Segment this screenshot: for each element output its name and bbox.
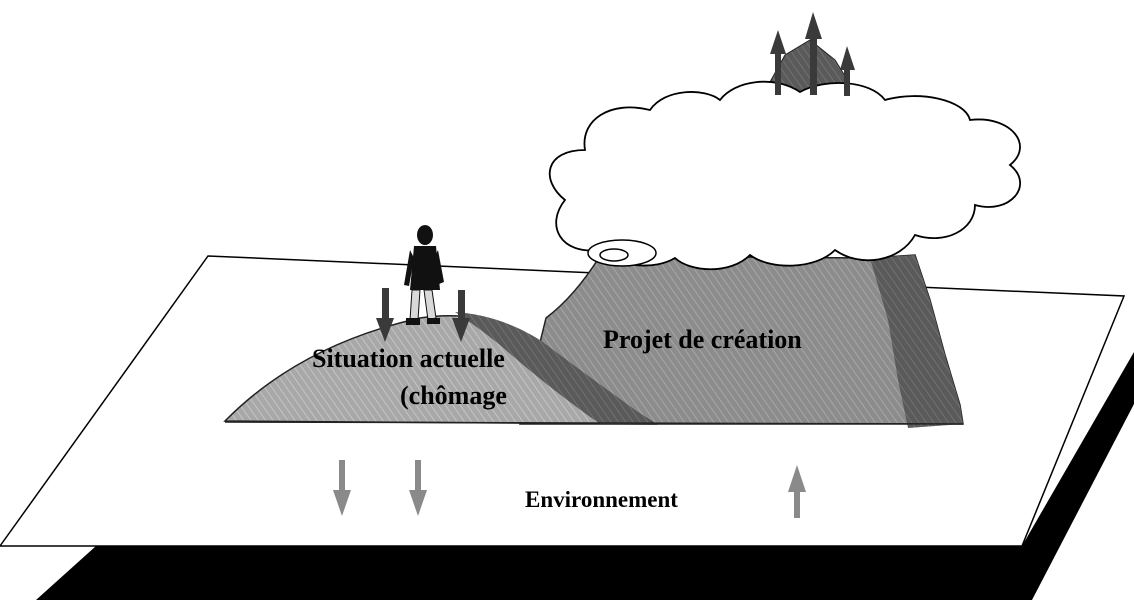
ground-line xyxy=(224,421,964,425)
arrow-down-icon xyxy=(333,460,351,516)
projet-hill-shadow xyxy=(870,255,963,428)
situation-sublabel: (chômage xyxy=(400,381,507,410)
cloud-icon xyxy=(548,80,1022,271)
arrow-up-icon xyxy=(840,46,855,96)
arrow-up-icon xyxy=(770,30,786,95)
environnement-label: Environnement xyxy=(525,487,678,512)
arrow-down-icon xyxy=(452,290,470,342)
arrow-down-icon xyxy=(409,460,427,516)
arrow-down-icon xyxy=(376,288,394,342)
arrow-up-icon xyxy=(805,12,822,95)
projet-label: Projet de création xyxy=(603,325,802,354)
plate-shadow xyxy=(36,352,1134,600)
arrow-up-icon xyxy=(788,465,806,518)
summit-arrows xyxy=(770,12,855,96)
person-icon xyxy=(404,225,444,325)
situation-label: Situation actuelle xyxy=(312,344,505,373)
projet-hill xyxy=(519,254,964,425)
cloud-puff-inner xyxy=(599,248,629,262)
situation-hill-shadow xyxy=(455,312,655,424)
